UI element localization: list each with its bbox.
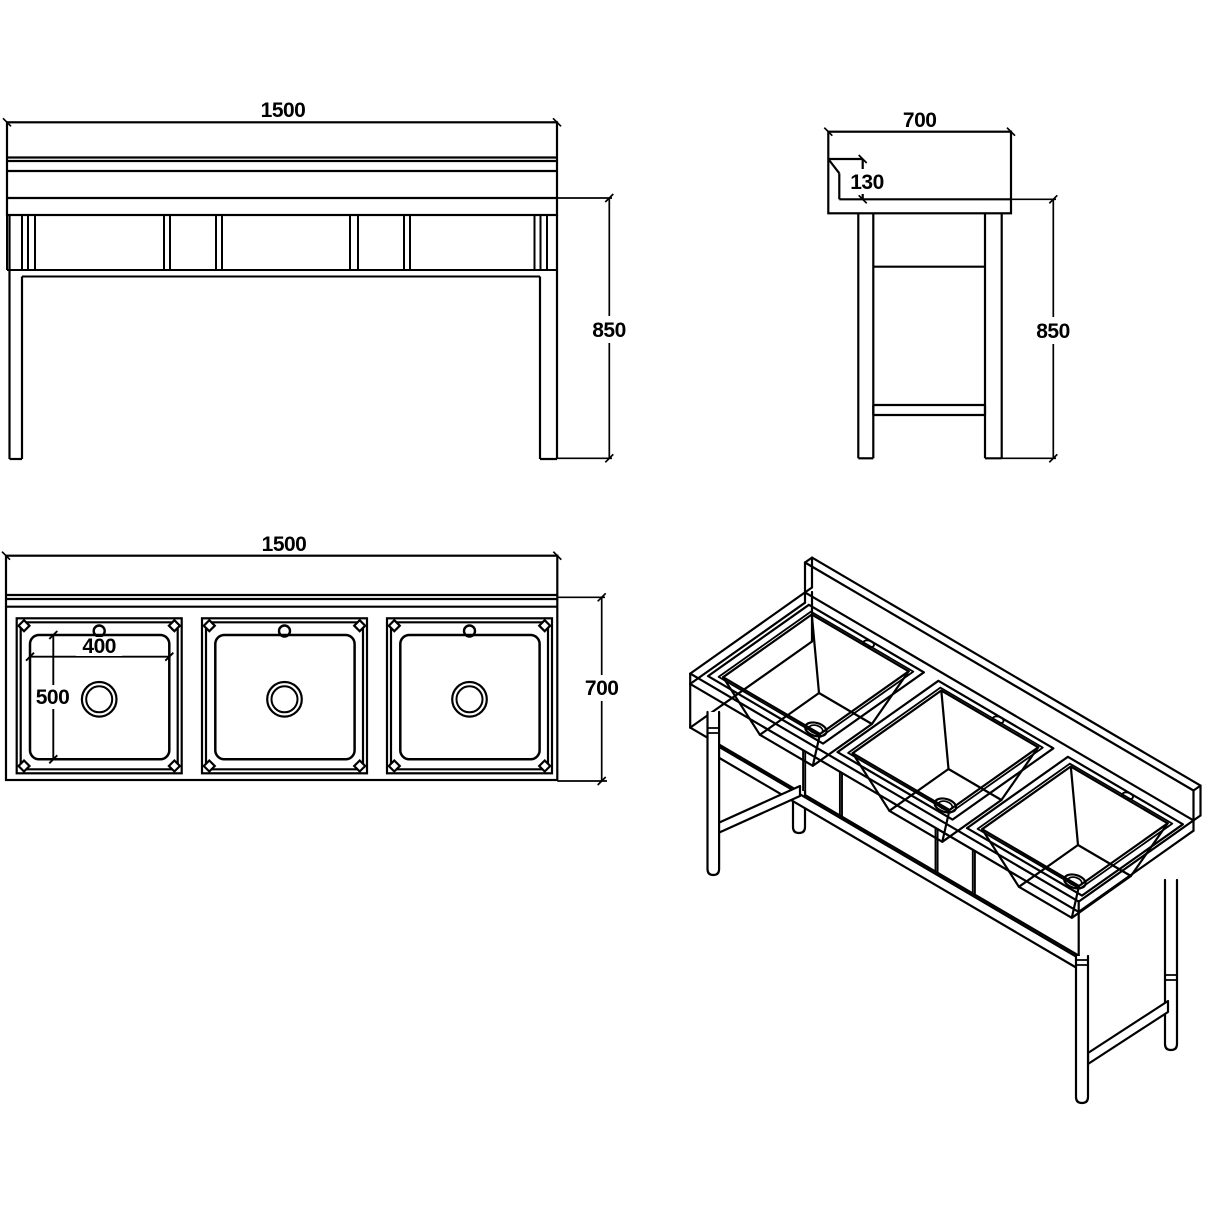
side-dim-backsplash xyxy=(858,154,868,204)
front-worktop-outline xyxy=(5,121,559,217)
dim-label-side-depth: 700 xyxy=(903,109,937,132)
front-legs xyxy=(8,215,559,461)
isometric-view xyxy=(689,556,1202,1105)
plan-outline xyxy=(4,554,559,782)
dim-label-plan-bowl-width: 400 xyxy=(82,635,116,658)
dim-mask xyxy=(1031,317,1076,344)
drain-hole xyxy=(266,680,303,718)
iso-front-legs xyxy=(706,710,1090,1105)
dim-mask xyxy=(76,637,122,656)
dim-mask xyxy=(579,675,625,701)
tap-hole xyxy=(991,715,1005,725)
dim-mask xyxy=(587,316,632,343)
dim-label-front-height: 850 xyxy=(592,319,626,342)
drain-hole-inner xyxy=(455,685,484,714)
drain-hole-inner xyxy=(1067,876,1083,887)
tap-hole xyxy=(92,624,106,638)
tap-hole xyxy=(277,624,292,638)
drain-hole xyxy=(451,680,488,718)
drain-hole xyxy=(1063,873,1087,890)
plan-bowl-3 xyxy=(385,617,554,775)
plan-bowl-2 xyxy=(200,617,369,775)
drain-hole xyxy=(804,721,828,738)
iso-bowl-3 xyxy=(965,755,1184,919)
iso-backsplash xyxy=(803,556,1202,822)
plan-dim-width xyxy=(1,551,562,561)
dim-mask xyxy=(33,685,72,709)
dim-label-front-width: 1500 xyxy=(261,99,306,122)
side-legs xyxy=(857,213,1003,460)
drain-hole xyxy=(80,680,118,718)
dim-label-plan-width: 1500 xyxy=(262,533,307,556)
front-dim-width xyxy=(2,117,562,127)
iso-bowl-1 xyxy=(706,603,925,767)
plan-view xyxy=(1,551,607,786)
tap-hole xyxy=(862,639,875,649)
drain-hole xyxy=(933,797,958,814)
side-worktop-outline xyxy=(827,130,1013,215)
drain-hole-inner xyxy=(808,724,824,735)
dim-label-side-backsplash: 130 xyxy=(850,171,884,194)
drain-hole-inner xyxy=(85,685,114,714)
iso-apron xyxy=(689,590,1080,957)
iso-bowl-2 xyxy=(836,679,1055,843)
drain-hole-inner xyxy=(270,685,299,714)
plan-bowl-1 xyxy=(15,617,183,775)
dim-label-side-height: 850 xyxy=(1036,320,1070,343)
dim-label-plan-depth: 700 xyxy=(585,677,619,700)
dim-mask xyxy=(844,169,891,194)
tap-hole xyxy=(462,624,477,638)
side-dim-depth xyxy=(823,127,1016,137)
tap-hole xyxy=(1121,791,1134,801)
side-elevation-view xyxy=(823,127,1058,463)
iso-worktop xyxy=(689,591,1195,913)
dim-label-plan-bowl-depth: 500 xyxy=(36,686,70,709)
drain-hole-inner xyxy=(937,800,954,811)
